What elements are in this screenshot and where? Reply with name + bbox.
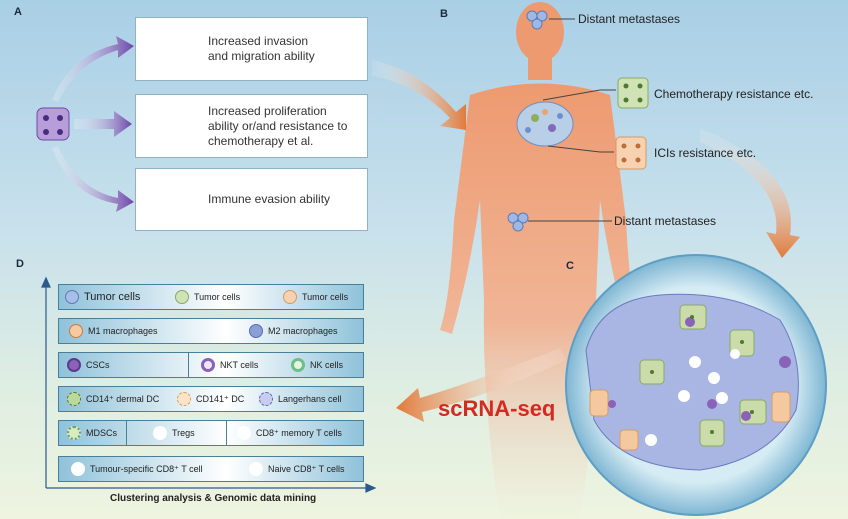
cell-type-item: Tregs	[153, 426, 195, 440]
cell-type-item: MDSCs	[67, 426, 117, 440]
nk-cell-icon	[291, 358, 305, 372]
cd8-memory-t-cell-icon	[237, 426, 251, 440]
metastasis-cluster-icon	[507, 212, 529, 232]
orange-arrow-icon	[700, 128, 800, 258]
box-text: Increased invasion and migration ability	[208, 34, 315, 63]
orange-arrow-icon	[396, 348, 566, 422]
naive-cd8-t-cell-icon	[249, 462, 263, 476]
box-text: Increased proliferation ability or/and r…	[208, 103, 348, 148]
annotation-chemotherapy-resistance: Chemotherapy resistance etc.	[654, 87, 814, 101]
tumor-cell-green-icon	[175, 290, 189, 304]
metastasis-cluster-icon	[526, 10, 548, 30]
cell-type-item: NKT cells	[201, 358, 258, 372]
cell-type-label: Tumor cells	[194, 292, 241, 302]
row-cell	[59, 353, 189, 377]
cell-type-item: CD8⁺ memory T cells	[237, 426, 342, 440]
cell-type-item: Tumor cells	[283, 290, 348, 304]
box-text: Immune evasion ability	[208, 192, 331, 206]
tumor-cell-orange-icon	[283, 290, 297, 304]
tumor-cell-blue-icon	[65, 290, 79, 304]
cell-type-label: M2 macrophages	[268, 326, 338, 336]
annotation-ici-resistance: ICIs resistance etc.	[654, 146, 757, 160]
primary-tumor-icon	[516, 101, 574, 147]
cell-type-label: NK cells	[310, 360, 344, 370]
cell-type-label: NKT cells	[220, 360, 259, 370]
cell-type-label: Tumour-specific CD8⁺ T cell	[90, 463, 203, 474]
tumor-microenvironment-sphere	[565, 254, 827, 516]
cell-type-label: Langerhans cell	[278, 394, 342, 404]
panel-label-d: D	[16, 258, 24, 270]
orange-arrow-icon	[372, 60, 466, 130]
cell-type-label: Tumor cells	[302, 292, 349, 302]
axes	[41, 276, 377, 493]
cell-type-item: Naive CD8⁺ T cells	[249, 462, 344, 476]
panel-label-c: C	[566, 260, 574, 272]
cell-type-row: CSCs NKT cells NK cells	[58, 352, 364, 378]
panel-label-b: B	[440, 8, 448, 20]
panel-a-box-immune-evasion: Immune evasion ability	[135, 168, 368, 231]
cd14-dermal-dc-icon	[67, 392, 81, 406]
panel-a-box-proliferation: Increased proliferation ability or/and r…	[135, 94, 368, 158]
x-axis-label: Clustering analysis & Genomic data minin…	[110, 493, 317, 504]
cell-type-item: NK cells	[291, 358, 343, 372]
cell-type-label: CD14⁺ dermal DC	[86, 393, 160, 404]
m1-macrophage-icon	[69, 324, 83, 338]
mdsc-icon	[67, 426, 81, 440]
cell-type-label: CSCs	[86, 360, 110, 370]
cell-type-row: M1 macrophages M2 macrophages	[58, 318, 364, 344]
annotation-distant-metastases-body: Distant metastases	[614, 214, 717, 228]
csc-icon	[67, 358, 81, 372]
cell-type-label: CD8⁺ memory T cells	[256, 427, 342, 438]
cell-type-item: Tumor cells	[65, 290, 140, 304]
cell-type-label: Tregs	[172, 428, 195, 438]
cell-type-label: M1 macrophages	[88, 326, 158, 336]
m2-macrophage-icon	[249, 324, 263, 338]
panel-a-box-invasion: Increased invasion and migration ability	[135, 17, 368, 81]
treg-icon	[153, 426, 167, 440]
langerhans-cell-icon	[259, 392, 273, 406]
tumour-specific-cd8-t-cell-icon	[71, 462, 85, 476]
cd141-dc-icon	[177, 392, 191, 406]
panel-label-a: A	[14, 6, 22, 18]
cell-type-item: CSCs	[67, 358, 110, 372]
leader-lines	[528, 18, 616, 222]
row-cell	[59, 421, 127, 445]
cell-type-item: CD14⁺ dermal DC	[67, 392, 159, 406]
cell-type-label: MDSCs	[86, 428, 117, 438]
cell-type-item: CD141⁺ DC	[177, 392, 244, 406]
nkt-cell-icon	[201, 358, 215, 372]
annotation-distant-metastases-head: Distant metastases	[578, 12, 681, 26]
cell-type-row: MDSCs Tregs CD8⁺ memory T cells	[58, 420, 364, 446]
cell-type-item: Langerhans cell	[259, 392, 342, 406]
cell-type-row: Tumour-specific CD8⁺ T cell Naive CD8⁺ T…	[58, 456, 364, 482]
row-cell	[127, 421, 227, 445]
cell-type-item: Tumour-specific CD8⁺ T cell	[71, 462, 203, 476]
cell-type-item: M1 macrophages	[69, 324, 158, 338]
scrna-seq-label: scRNA-seq	[438, 396, 556, 421]
cell-type-row: CD14⁺ dermal DC CD141⁺ DC Langerhans cel…	[58, 386, 364, 412]
cell-type-item: Tumor cells	[175, 290, 240, 304]
cell-type-label: CD141⁺ DC	[196, 393, 245, 404]
cell-type-row: Tumor cells Tumor cells Tumor cells	[58, 284, 364, 310]
orange-cell-cluster-icon	[615, 136, 647, 170]
purple-arrows	[52, 36, 134, 212]
green-cell-cluster-icon	[617, 77, 649, 109]
cell-type-label: Naive CD8⁺ T cells	[268, 463, 345, 474]
cell-type-label: Tumor cells	[84, 291, 141, 303]
source-tumor-cells-icon	[36, 107, 70, 141]
cell-type-item: M2 macrophages	[249, 324, 338, 338]
